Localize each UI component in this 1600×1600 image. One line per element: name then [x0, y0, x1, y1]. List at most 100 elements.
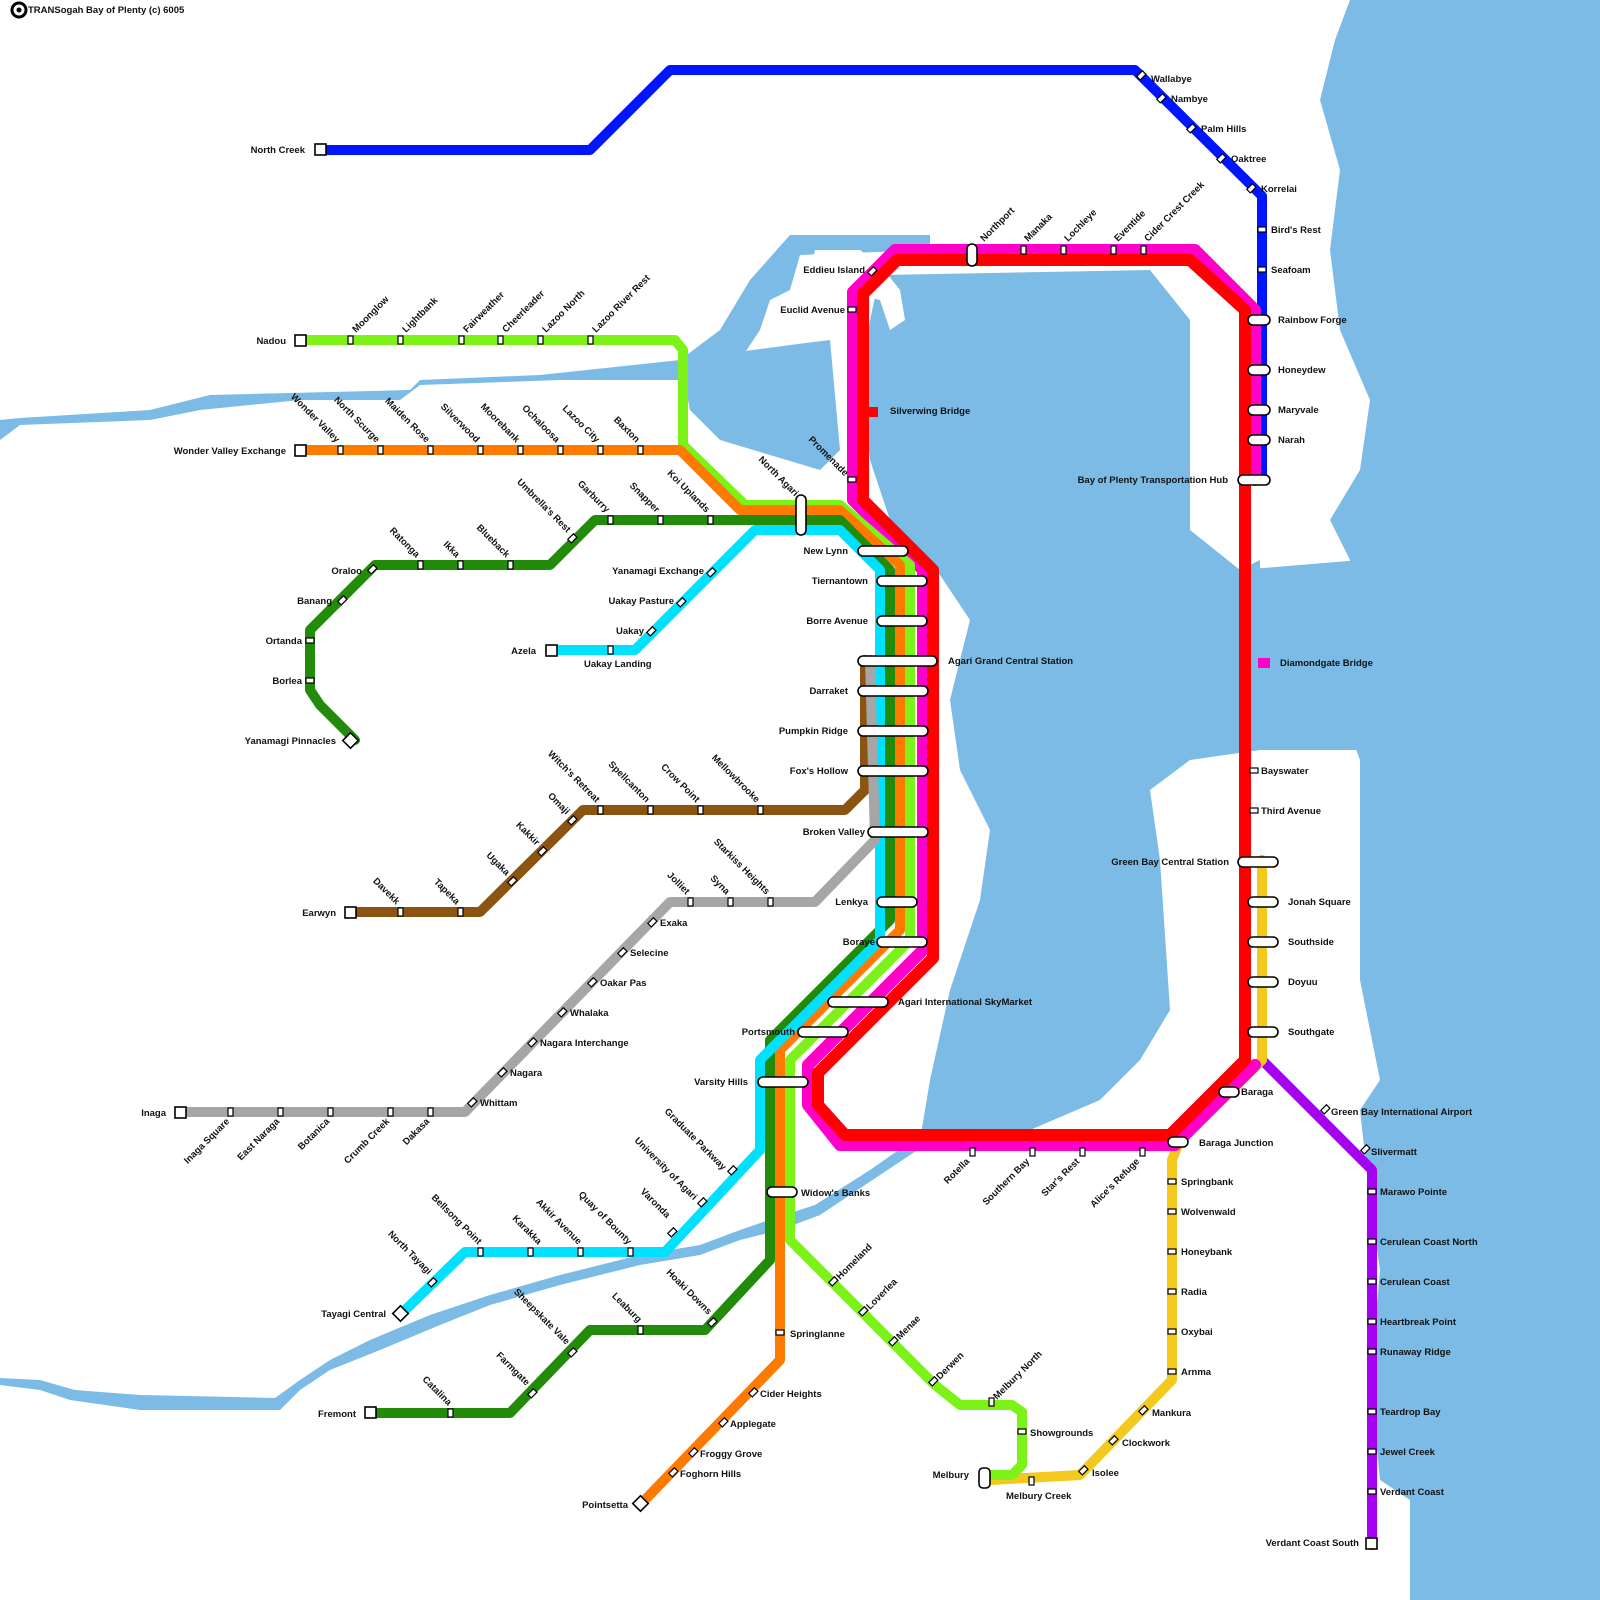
- label-maiden-rose: Maiden Rose: [382, 396, 431, 445]
- terminus-nadou[interactable]: [294, 334, 307, 347]
- label-skymarket: Agari International SkyMarket: [898, 997, 1033, 1008]
- logo-dot: [16, 7, 22, 13]
- label-applegate: Applegate: [730, 1419, 776, 1430]
- label-moorebank: Moorebank: [478, 402, 522, 446]
- label-yanamagi-exchange: Yanamagi Exchange: [612, 566, 704, 577]
- label-inaga-square: Inaga Square: [182, 1116, 232, 1166]
- label-agari-grand-central: Agari Grand Central Station: [948, 656, 1073, 667]
- terminus-verdant-coast-south[interactable]: [1365, 1537, 1378, 1550]
- diamondgate-bridge-marker: [1258, 658, 1270, 668]
- label-uakay-pasture: Uakay Pasture: [609, 596, 674, 607]
- station-southgate[interactable]: [1247, 1026, 1279, 1038]
- label-ikka: Ikka: [441, 539, 462, 560]
- label-lochleye: Lochleye: [1062, 207, 1099, 244]
- label-darraket: Darraket: [809, 686, 848, 697]
- label-lazoo-river-rest: Lazoo River Rest: [590, 272, 653, 335]
- label-lenkya: Lenkya: [835, 897, 868, 908]
- station-foxs-hollow[interactable]: [857, 765, 929, 777]
- label-earwyn: Earwyn: [302, 908, 336, 919]
- terminus-inaga[interactable]: [174, 1106, 187, 1119]
- label-oxybai: Oxybai: [1181, 1327, 1213, 1338]
- station-darraket[interactable]: [857, 685, 929, 697]
- station-broken-valley[interactable]: [867, 826, 929, 838]
- station-honeydew[interactable]: [1247, 364, 1271, 376]
- terminus-azela[interactable]: [545, 644, 558, 657]
- orange-line: [295, 445, 905, 1510]
- strait-east: [1240, 560, 1360, 750]
- label-graduate-parkway: Graduate Parkway: [662, 1106, 729, 1173]
- station-boraye[interactable]: [876, 936, 928, 948]
- label-dakasa: Dakasa: [401, 1116, 433, 1148]
- label-boraye: Boraye: [843, 937, 875, 948]
- station-rainbow-forge[interactable]: [1247, 314, 1271, 326]
- label-botanica: Botanica: [296, 1116, 333, 1153]
- station-doyuu[interactable]: [1247, 976, 1279, 988]
- label-runaway-ridge: Runaway Ridge: [1380, 1347, 1451, 1358]
- station-widows-banks[interactable]: [766, 1186, 798, 1198]
- label-borlea: Borlea: [272, 676, 302, 687]
- central-bay: [860, 270, 1260, 1140]
- label-varsity-hills: Varsity Hills: [694, 1077, 748, 1088]
- label-rainbow-forge: Rainbow Forge: [1278, 315, 1347, 326]
- small-station-ticks: [227, 69, 1377, 1495]
- station-lenkya[interactable]: [876, 896, 918, 908]
- label-southern-bay: Southern Bay: [981, 1156, 1033, 1208]
- label-north-creek: North Creek: [251, 145, 306, 156]
- label-menae: Menae: [894, 1313, 923, 1342]
- terminus-tayagi-central[interactable]: [391, 1304, 410, 1323]
- label-new-lynn: New Lynn: [803, 546, 848, 557]
- station-baraga[interactable]: [1218, 1086, 1240, 1098]
- terminus-melbury[interactable]: [978, 1467, 991, 1489]
- label-seafoam: Seafoam: [1271, 265, 1311, 276]
- terminus-fremont[interactable]: [364, 1406, 377, 1419]
- terminus-pointsetta[interactable]: [631, 1494, 650, 1513]
- label-verdant-coast-south: Verdant Coast South: [1266, 1538, 1360, 1549]
- northwest-inlet: [0, 235, 930, 440]
- station-north-agari[interactable]: [795, 494, 807, 536]
- terminus-wonder-valley-exchange[interactable]: [294, 444, 307, 457]
- terminus-yanamagi-pinnacles[interactable]: [341, 731, 360, 750]
- label-loverlea: Loverlea: [864, 1276, 900, 1312]
- label-springlanne: Springlanne: [790, 1329, 845, 1340]
- label-ochaloosa: Ochaloosa: [520, 403, 563, 446]
- station-portsmouth[interactable]: [797, 1026, 849, 1038]
- station-new-lynn[interactable]: [857, 545, 909, 557]
- label-wonder-valley-exchange: Wonder Valley Exchange: [174, 446, 286, 457]
- station-jonah-square[interactable]: [1247, 896, 1279, 908]
- station-agari-grand-central[interactable]: [857, 655, 938, 667]
- station-pumpkin-ridge[interactable]: [857, 725, 929, 737]
- label-korrelai: Korrelai: [1261, 184, 1297, 195]
- label-rotella: Rotella: [942, 1156, 973, 1187]
- label-melbury-creek: Melbury Creek: [1006, 1491, 1072, 1502]
- label-borre-avenue: Borre Avenue: [806, 616, 868, 627]
- label-foghorn-hills: Foghorn Hills: [680, 1469, 741, 1480]
- station-varsity-hills[interactable]: [757, 1076, 809, 1088]
- label-foxs-hollow: Fox's Hollow: [790, 766, 849, 777]
- label-yanamagi-pinnacles: Yanamagi Pinnacles: [245, 736, 336, 747]
- label-quay-of-bounty: Quay of Bounty: [576, 1189, 634, 1247]
- station-green-bay-central[interactable]: [1237, 856, 1279, 868]
- station-hub[interactable]: [1237, 474, 1271, 486]
- label-isolee: Isolee: [1092, 1468, 1119, 1479]
- station-baraga-junction[interactable]: [1167, 1136, 1189, 1148]
- red-line: [812, 254, 1251, 1141]
- label-birds-rest: Bird's Rest: [1271, 225, 1322, 236]
- station-skymarket[interactable]: [827, 996, 889, 1008]
- label-north-tayagi: North Tayagi: [385, 1229, 433, 1277]
- station-southside[interactable]: [1247, 936, 1279, 948]
- label-jolliet: Jolliet: [664, 870, 692, 898]
- station-narah[interactable]: [1247, 434, 1271, 446]
- label-narah: Narah: [1278, 435, 1305, 446]
- station-tiernantown[interactable]: [876, 575, 928, 587]
- terminus-earwyn[interactable]: [344, 906, 357, 919]
- label-uakay-landing: Uakay Landing: [584, 659, 652, 670]
- label-kakkir: Kakkir: [513, 820, 542, 849]
- station-borre-avenue[interactable]: [876, 615, 928, 627]
- label-showgrounds: Showgrounds: [1030, 1428, 1093, 1439]
- label-spellcanton: Spellcanton: [606, 759, 652, 805]
- label-lazoo-north: Lazoo North: [540, 288, 587, 335]
- station-maryvale[interactable]: [1247, 404, 1271, 416]
- station-northport[interactable]: [966, 243, 978, 267]
- terminus-north-creek[interactable]: [314, 143, 327, 156]
